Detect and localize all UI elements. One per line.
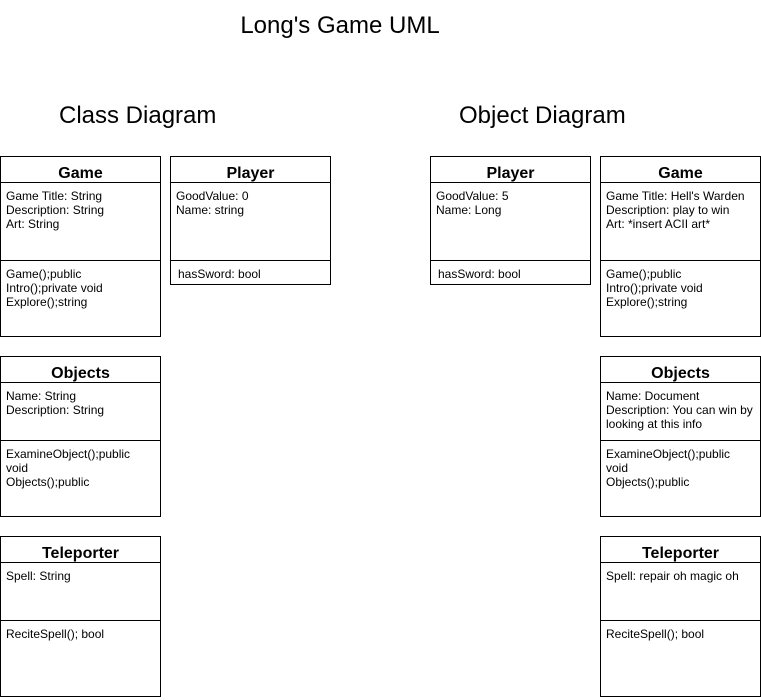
attribute: Name: string bbox=[176, 203, 245, 217]
attribute: Art: String bbox=[6, 217, 60, 231]
object-teleporter-name: Teleporter bbox=[601, 537, 760, 563]
object-game-name: Game bbox=[601, 157, 760, 183]
object-player[interactable]: Player GoodValue: 5 Name: Long hasSword:… bbox=[430, 156, 591, 285]
object-objects-name: Objects bbox=[601, 357, 760, 383]
class-teleporter[interactable]: Teleporter Spell: String ReciteSpell(); … bbox=[0, 536, 161, 697]
object-objects[interactable]: Objects Name: Document Description: You … bbox=[600, 356, 761, 517]
operation: hasSword: bool bbox=[178, 267, 261, 281]
operation: Explore();string bbox=[6, 295, 88, 309]
object-game[interactable]: Game Game Title: Hell's Warden Descripti… bbox=[600, 156, 761, 337]
attribute: Description: String bbox=[6, 203, 105, 217]
operation: Objects();public bbox=[606, 475, 690, 489]
attribute: Game Title: String bbox=[6, 189, 103, 203]
attribute: Spell: String bbox=[6, 569, 71, 583]
attribute: Description: play to win bbox=[606, 203, 730, 217]
class-objects-name: Objects bbox=[1, 357, 160, 383]
diagram-title: Long's Game UML bbox=[240, 12, 440, 39]
class-game-attributes: Game Title: String Description: String A… bbox=[1, 183, 160, 261]
attribute: Game Title: Hell's Warden bbox=[606, 189, 745, 203]
class-teleporter-name: Teleporter bbox=[1, 537, 160, 563]
attribute: GoodValue: 5 bbox=[436, 189, 509, 203]
object-objects-operations: ExamineObject();public void Objects();pu… bbox=[601, 441, 760, 489]
class-game[interactable]: Game Game Title: String Description: Str… bbox=[0, 156, 161, 337]
object-game-attributes: Game Title: Hell's Warden Description: p… bbox=[601, 183, 760, 261]
operation: ExamineObject();public void bbox=[606, 447, 734, 475]
attribute: Description: String bbox=[6, 403, 105, 417]
class-player-name: Player bbox=[171, 157, 330, 183]
operation: Objects();public bbox=[6, 475, 90, 489]
class-objects[interactable]: Objects Name: String Description: String… bbox=[0, 356, 161, 517]
class-objects-attributes: Name: String Description: String bbox=[1, 383, 160, 441]
operation: ReciteSpell(); bool bbox=[6, 627, 105, 641]
object-player-operations: hasSword: bool bbox=[431, 261, 590, 281]
class-teleporter-attributes: Spell: String bbox=[1, 563, 160, 621]
class-objects-operations: ExamineObject();public void Objects();pu… bbox=[1, 441, 160, 489]
attribute: Art: *insert ACII art* bbox=[606, 217, 711, 231]
attribute: GoodValue: 0 bbox=[176, 189, 249, 203]
class-player[interactable]: Player GoodValue: 0 Name: string hasSwor… bbox=[170, 156, 331, 285]
operation: hasSword: bool bbox=[438, 267, 521, 281]
class-teleporter-operations: ReciteSpell(); bool bbox=[1, 621, 160, 641]
object-teleporter-attributes: Spell: repair oh magic oh bbox=[601, 563, 760, 621]
class-game-name: Game bbox=[1, 157, 160, 183]
class-player-attributes: GoodValue: 0 Name: string bbox=[171, 183, 330, 261]
class-player-operations: hasSword: bool bbox=[171, 261, 330, 281]
object-game-operations: Game();public Intro();private void Explo… bbox=[601, 261, 760, 309]
attribute: Name: String bbox=[6, 389, 77, 403]
operation: ReciteSpell(); bool bbox=[606, 627, 705, 641]
object-teleporter-operations: ReciteSpell(); bool bbox=[601, 621, 760, 641]
attribute: Spell: repair oh magic oh bbox=[606, 569, 739, 583]
class-diagram-heading: Class Diagram bbox=[59, 102, 217, 129]
operation: Explore();string bbox=[606, 295, 688, 309]
operation: Intro();private void bbox=[606, 281, 703, 295]
attribute: Name: Document bbox=[606, 389, 700, 403]
object-player-name: Player bbox=[431, 157, 590, 183]
object-teleporter[interactable]: Teleporter Spell: repair oh magic oh Rec… bbox=[600, 536, 761, 697]
object-diagram-heading: Object Diagram bbox=[459, 102, 626, 129]
operation: ExamineObject();public void bbox=[6, 447, 134, 475]
operation: Game();public bbox=[6, 267, 82, 281]
attribute: looking at this info bbox=[606, 417, 703, 431]
attribute: Description: You can win by bbox=[606, 403, 753, 417]
object-player-attributes: GoodValue: 5 Name: Long bbox=[431, 183, 590, 261]
object-objects-attributes: Name: Document Description: You can win … bbox=[601, 383, 760, 441]
operation: Intro();private void bbox=[6, 281, 103, 295]
operation: Game();public bbox=[606, 267, 682, 281]
class-game-operations: Game();public Intro();private void Explo… bbox=[1, 261, 160, 309]
attribute: Name: Long bbox=[436, 203, 502, 217]
